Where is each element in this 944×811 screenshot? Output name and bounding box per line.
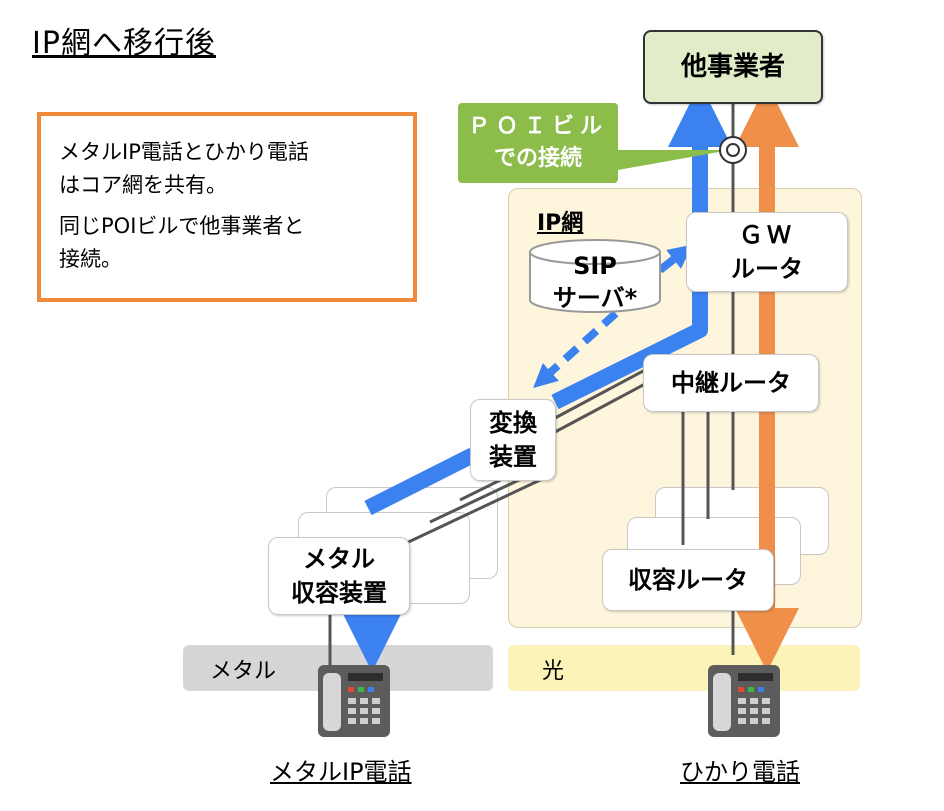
metal-zone-label: メタル	[210, 659, 277, 684]
optical-zone-label: 光	[542, 659, 565, 684]
hikari-phone-caption: ひかり電話	[680, 758, 800, 786]
poi-line: ＰＯＩビル	[467, 114, 608, 139]
note-line: 同じPOIビルで他事業者と	[59, 214, 305, 238]
optical-line-zone	[508, 645, 860, 691]
poi-callout: ＰＯＩビル での接続	[458, 103, 618, 183]
sip-signal-up	[657, 244, 693, 274]
metal-accommodation-line: メタル	[303, 545, 375, 573]
other-carrier-node: 他事業者	[643, 30, 823, 104]
poi-connection-point-icon	[719, 136, 747, 164]
poi-callout-pointer	[618, 150, 730, 170]
note-line: メタルIP電話とひかり電話	[59, 140, 309, 164]
sip-server-node: SIP サーバ*	[530, 250, 660, 314]
note-line: 接続。	[59, 247, 122, 271]
converter-node: 変換 装置	[470, 399, 556, 481]
sip-server-line: SIP	[573, 252, 617, 280]
physical-links	[328, 104, 735, 665]
gw-router-node: ＧＷ ルータ	[686, 212, 848, 292]
telephone-icon	[318, 665, 390, 737]
converter-line: 変換	[489, 409, 537, 437]
telephone-icon	[708, 665, 780, 737]
page-title: IP網へ移行後	[32, 26, 216, 61]
relay-router-node: 中継ルータ	[643, 354, 819, 412]
metal-accommodation-line: 収容装置	[291, 579, 387, 607]
gw-router-line: ルータ	[731, 255, 803, 283]
metal-ip-phone-caption: メタルIP電話	[270, 758, 412, 786]
poi-line: での接続	[493, 146, 582, 171]
sip-signal-down	[533, 293, 638, 389]
converter-line: 装置	[489, 443, 537, 471]
sip-server-line: サーバ*	[552, 284, 638, 312]
metal-accommodation-node: メタル 収容装置	[268, 537, 410, 615]
gw-router-line: ＧＷ	[739, 221, 795, 249]
note-line: はコア網を共有。	[59, 173, 227, 197]
database-icon	[529, 239, 661, 313]
ip-network-label: IP網	[537, 211, 584, 236]
note-box: メタルIP電話とひかり電話 はコア網を共有。 同じPOIビルで他事業者と 接続。	[37, 112, 417, 302]
accommodation-router-node: 収容ルータ	[602, 549, 774, 611]
